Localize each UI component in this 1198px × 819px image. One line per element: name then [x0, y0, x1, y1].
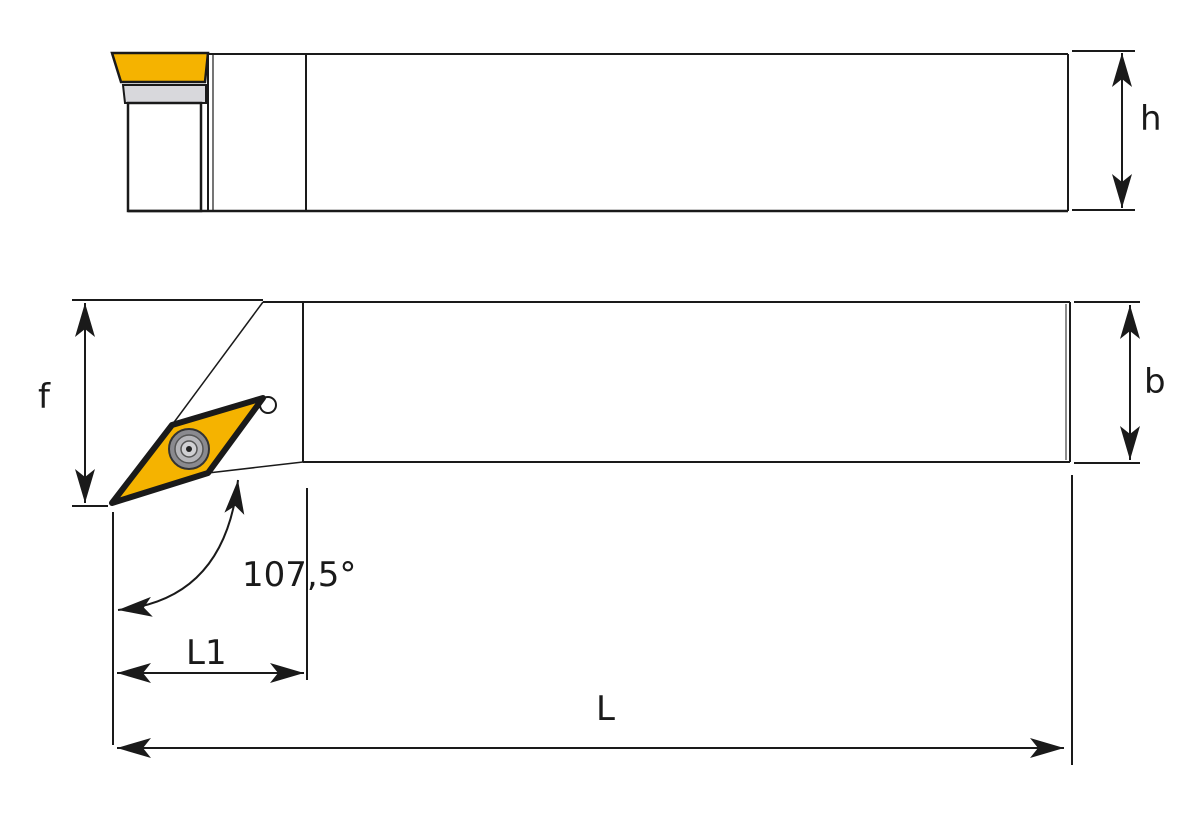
label-b: b [1144, 362, 1166, 402]
insert-side [110, 51, 210, 84]
dimension-b [1074, 301, 1140, 464]
label-f: f [38, 377, 51, 417]
label-h: h [1140, 99, 1162, 139]
shim-side [121, 84, 207, 104]
label-angle: 107,5° [242, 555, 356, 595]
dimension-angle [117, 479, 245, 617]
dimension-lengths [112, 475, 1073, 765]
clamp-block [126, 101, 203, 213]
plan-view [72, 299, 1071, 506]
dimension-h [1072, 50, 1135, 211]
label-L1: L1 [186, 633, 227, 673]
top-view [110, 51, 1069, 213]
screw-icon [168, 428, 210, 470]
label-L: L [596, 689, 615, 729]
dimension-f [72, 303, 108, 507]
